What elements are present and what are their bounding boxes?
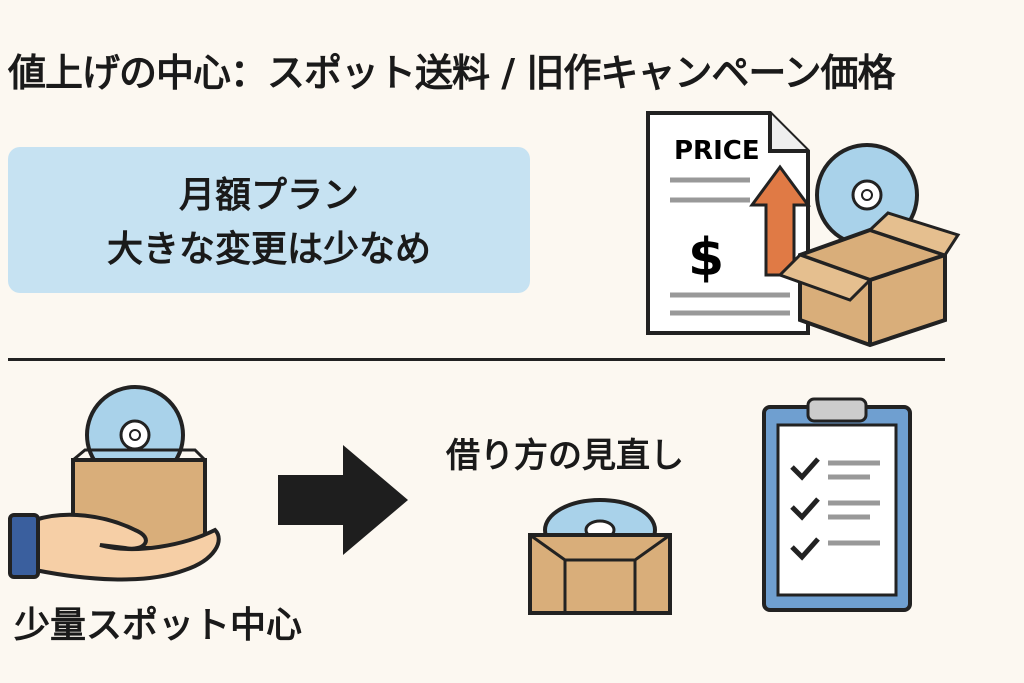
rental-review-label: 借り方の見直し <box>446 436 684 476</box>
box-icon <box>777 211 961 348</box>
price-increase-illustration: PRICE $ <box>646 111 961 348</box>
monthly-plan-box: 月額プラン 大きな変更は少なめ <box>8 147 530 293</box>
hand-holding-disc-illustration <box>8 385 221 582</box>
page-title: 値上げの中心：スポット送料 / 旧作キャンペーン価格 <box>8 51 895 95</box>
disc-box-illustration <box>528 498 672 615</box>
price-label: PRICE <box>674 136 760 166</box>
dollar-sign: $ <box>688 228 724 288</box>
clipboard-checklist-icon <box>762 397 912 612</box>
monthly-plan-title: 月額プラン <box>178 175 359 216</box>
arrow-right-icon <box>278 445 408 555</box>
price-document-icon: PRICE $ <box>646 111 810 335</box>
box-icon <box>528 533 672 615</box>
spot-focus-label: 少量スポット中心 <box>14 605 303 646</box>
hand-icon <box>8 512 221 582</box>
section-divider <box>8 358 945 361</box>
monthly-plan-note: 大きな変更は少なめ <box>106 229 431 270</box>
